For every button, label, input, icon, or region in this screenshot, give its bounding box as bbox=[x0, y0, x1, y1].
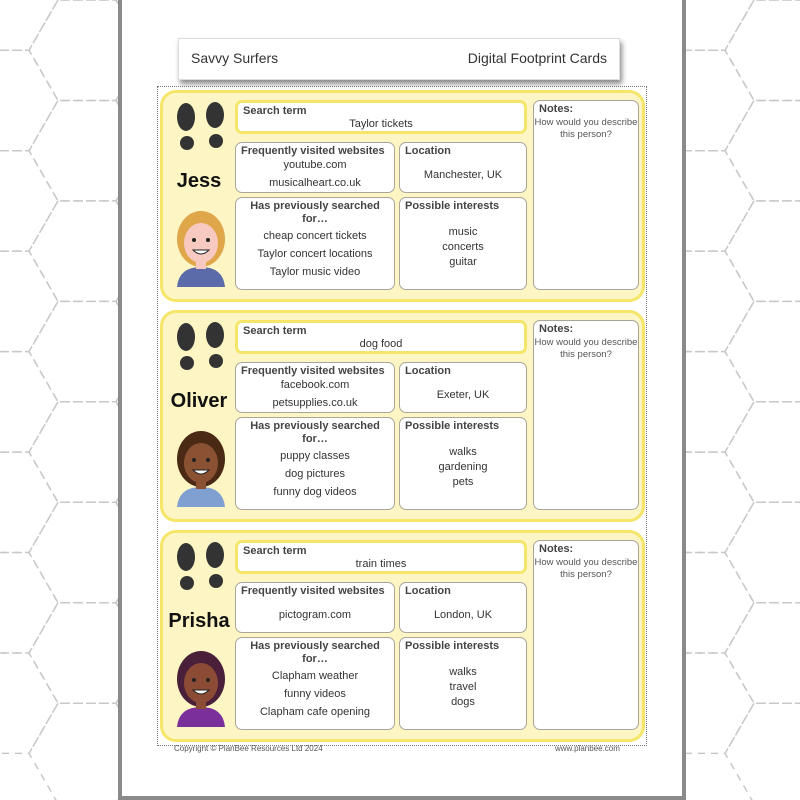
previous-item: Taylor music video bbox=[269, 266, 361, 278]
interests-label: Possible interests bbox=[405, 640, 500, 652]
notes-label: Notes: bbox=[539, 103, 574, 115]
location-label: Location bbox=[405, 365, 451, 377]
websites-label: Frequently visited websites bbox=[241, 145, 385, 157]
previous-item: funny dog videos bbox=[273, 486, 357, 498]
interests-box: Possible interests walks travel dogs bbox=[399, 637, 527, 730]
cut-line bbox=[157, 86, 647, 746]
websites-box: Frequently visited websites facebook.com… bbox=[235, 362, 395, 413]
websites-item: petsupplies.co.uk bbox=[272, 397, 358, 409]
person-avatar bbox=[177, 431, 225, 507]
previous-item: Clapham cafe opening bbox=[259, 706, 371, 718]
interests-label: Possible interests bbox=[405, 420, 500, 432]
notes-box[interactable]: Notes: How would you describe this perso… bbox=[533, 100, 639, 290]
search-term-value: dog food bbox=[359, 338, 403, 350]
previous-item: puppy classes bbox=[280, 450, 350, 462]
websites-item: musicalheart.co.uk bbox=[269, 177, 361, 189]
worksheet-header: Savvy Surfers Digital Footprint Cards bbox=[178, 38, 620, 80]
footprints-icon bbox=[177, 542, 224, 590]
websites-item: facebook.com bbox=[280, 379, 350, 391]
notes-label: Notes: bbox=[539, 323, 574, 335]
previous-searches-label: Has previously searched for… bbox=[250, 200, 380, 225]
previous-item: dog pictures bbox=[285, 468, 345, 480]
interests-item: gardening bbox=[438, 461, 488, 473]
interests-item: walks bbox=[449, 446, 477, 458]
search-term-box: Search term Taylor tickets bbox=[235, 100, 527, 134]
previous-item: Clapham weather bbox=[271, 670, 359, 682]
interests-label: Possible interests bbox=[405, 200, 500, 212]
interests-item: concerts bbox=[442, 241, 484, 253]
worksheet-subtitle: Digital Footprint Cards bbox=[467, 50, 607, 66]
search-term-box: Search term dog food bbox=[235, 320, 527, 354]
interests-item: walks bbox=[449, 666, 477, 678]
location-value: London, UK bbox=[433, 609, 493, 621]
search-term-value: Taylor tickets bbox=[349, 118, 413, 130]
websites-label: Frequently visited websites bbox=[241, 365, 385, 377]
footprints-icon bbox=[177, 102, 224, 150]
interests-box: Possible interests music concerts guitar bbox=[399, 197, 527, 290]
interests-item: guitar bbox=[449, 256, 477, 268]
previous-searches-label: Has previously searched for… bbox=[250, 420, 380, 445]
notes-prompt: How would you describe this person? bbox=[534, 117, 638, 140]
interests-item: travel bbox=[449, 681, 477, 693]
person-name: Prisha bbox=[168, 610, 230, 632]
notes-label: Notes: bbox=[539, 543, 574, 555]
profile-card-prisha: Prisha Search term train times Frequentl… bbox=[160, 530, 645, 742]
website-text: www.planbee.com bbox=[555, 744, 620, 753]
search-term-box: Search term train times bbox=[235, 540, 527, 574]
person-avatar bbox=[177, 651, 225, 727]
search-term-label: Search term bbox=[243, 105, 307, 117]
interests-item: dogs bbox=[451, 696, 475, 708]
profile-card-oliver: Oliver Search term dog food Frequently v… bbox=[160, 310, 645, 522]
websites-item: pictogram.com bbox=[278, 609, 352, 621]
profile-card-jess: Jess Search term Taylor tickets Frequent… bbox=[160, 90, 645, 302]
worksheet-title: Savvy Surfers bbox=[191, 50, 279, 66]
websites-box: Frequently visited websites pictogram.co… bbox=[235, 582, 395, 633]
location-label: Location bbox=[405, 145, 451, 157]
location-label: Location bbox=[405, 585, 451, 597]
location-value: Exeter, UK bbox=[436, 389, 490, 401]
interests-item: pets bbox=[452, 476, 474, 488]
search-term-value: train times bbox=[355, 558, 407, 570]
interests-item: music bbox=[448, 226, 478, 238]
previous-item: cheap concert tickets bbox=[263, 230, 367, 242]
previous-item: funny videos bbox=[284, 688, 346, 700]
person-name: Oliver bbox=[170, 390, 228, 412]
copyright-text: Copyright © PlanBee Resources Ltd 2024 bbox=[174, 744, 323, 753]
websites-item: youtube.com bbox=[283, 159, 347, 171]
location-box: Location Exeter, UK bbox=[399, 362, 527, 413]
previous-searches-box: Has previously searched for… Clapham wea… bbox=[235, 637, 395, 730]
websites-box: Frequently visited websites youtube.com m… bbox=[235, 142, 395, 193]
websites-label: Frequently visited websites bbox=[241, 585, 385, 597]
previous-searches-box: Has previously searched for… cheap conce… bbox=[235, 197, 395, 290]
location-box: Location Manchester, UK bbox=[399, 142, 527, 193]
previous-searches-box: Has previously searched for… puppy class… bbox=[235, 417, 395, 510]
notes-box[interactable]: Notes: How would you describe this perso… bbox=[533, 320, 639, 510]
interests-box: Possible interests walks gardening pets bbox=[399, 417, 527, 510]
notes-prompt: How would you describe this person? bbox=[534, 557, 638, 580]
person-name: Jess bbox=[176, 170, 222, 192]
footprints-icon bbox=[177, 322, 224, 370]
previous-searches-label: Has previously searched for… bbox=[250, 640, 380, 665]
notes-box[interactable]: Notes: How would you describe this perso… bbox=[533, 540, 639, 730]
search-term-label: Search term bbox=[243, 325, 307, 337]
previous-item: Taylor concert locations bbox=[257, 248, 373, 260]
search-term-label: Search term bbox=[243, 545, 307, 557]
location-value: Manchester, UK bbox=[423, 169, 503, 181]
location-box: Location London, UK bbox=[399, 582, 527, 633]
person-avatar bbox=[177, 211, 225, 287]
notes-prompt: How would you describe this person? bbox=[534, 337, 638, 360]
